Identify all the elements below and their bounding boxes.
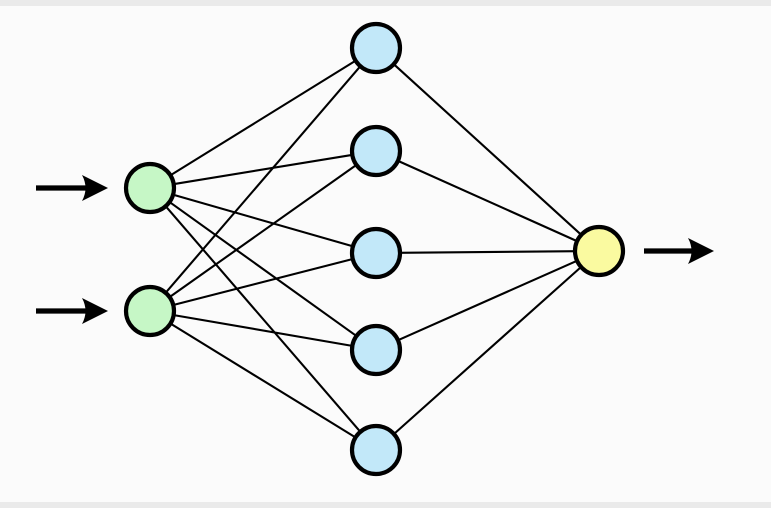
edge-h5-o1	[391, 264, 584, 437]
edge-h1-o1	[391, 62, 584, 237]
edge-i1-h3	[170, 193, 356, 248]
input-arrow-2-head-icon	[82, 298, 108, 324]
output-node-1[interactable]	[572, 224, 626, 278]
hidden-node-4[interactable]	[349, 323, 403, 377]
input-node-2[interactable]	[123, 284, 177, 338]
edge-i2-h1	[163, 64, 363, 295]
edge-h2-o1	[395, 159, 580, 243]
edge-h4-o1	[395, 258, 580, 343]
arrows-group	[36, 175, 714, 324]
hidden-node-2[interactable]	[349, 124, 403, 178]
edge-i1-h1	[168, 58, 358, 178]
output-arrow-1	[644, 238, 714, 264]
edge-i2-h3	[171, 257, 355, 307]
edge-i1-h2	[171, 153, 355, 186]
output-arrow-1-head-icon	[688, 238, 714, 264]
edge-h3-o1	[397, 250, 578, 254]
input-node-1[interactable]	[123, 161, 177, 215]
hidden-node-3[interactable]	[349, 226, 403, 280]
edge-i2-h2	[167, 162, 359, 300]
edges-group	[163, 58, 584, 440]
edge-i2-h4	[171, 313, 355, 348]
nodes-group	[123, 21, 626, 477]
edge-i1-h5	[163, 203, 363, 435]
hidden-node-5[interactable]	[349, 423, 403, 477]
edge-i1-h4	[167, 199, 359, 339]
hidden-node-1[interactable]	[349, 21, 403, 75]
input-arrow-2	[36, 298, 108, 324]
input-arrow-1	[36, 175, 108, 201]
edge-i2-h5	[168, 321, 358, 440]
input-arrow-1-head-icon	[82, 175, 108, 201]
